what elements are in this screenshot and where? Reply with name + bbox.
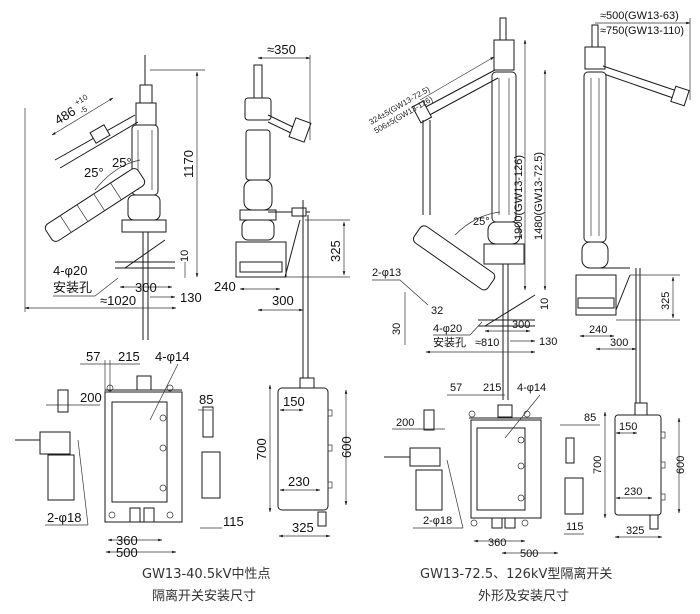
right-mech-holes-4-phi14: 4-φ14 — [517, 382, 546, 394]
left-front-view: 1170 486 +10 -5 25° 25° 10 4-φ20 安装孔 300… — [24, 55, 205, 340]
dim-300-base: 300 — [135, 280, 157, 295]
angle-25-lower: 25° — [84, 165, 104, 180]
right-mech-side-dim-600: 600 — [675, 456, 687, 474]
caption-right-line1: GW13-72.5、126kV型隔离开关 — [420, 566, 612, 582]
dim-486-tol-minus: -5 — [78, 104, 89, 116]
dim-300-right-base: 300 — [512, 319, 530, 331]
right-front-view: 324±5(GW13-72.5) 506±5(GW13-126) 25° 190… — [368, 17, 557, 400]
mech-holes-2-phi18: 2-φ18 — [47, 510, 81, 525]
dim-1480: 1480(GW13-72.5) — [533, 152, 545, 240]
holes-2-phi13: 2-φ13 — [372, 267, 401, 279]
left-mechanism: 57 215 4-φ14 360 500 200 2-φ18 85 115 — [15, 349, 244, 560]
mech-dim-360: 360 — [116, 533, 138, 548]
dim-325-right-side: 325 — [660, 292, 672, 310]
mech-side-dim-150: 150 — [283, 394, 305, 409]
mech-side-dim-700: 700 — [254, 438, 269, 460]
right-mechanism: 57 215 4-φ14 360 500 200 2-φ18 85 115 — [384, 382, 600, 560]
mech-dim-85: 85 — [199, 392, 213, 407]
dim-486-tol-plus: +10 — [73, 92, 90, 107]
angle-25-right: 25° — [473, 216, 490, 228]
right-mechanism-side: 150 700 600 230 325 — [592, 402, 687, 539]
mech-side-dim-600: 600 — [339, 436, 354, 458]
dim-10: 10 — [179, 250, 191, 262]
left-mechanism-side: 150 700 600 230 325 — [254, 377, 354, 538]
mech-side-dim-230: 230 — [288, 474, 310, 489]
mech-holes-4-phi14: 4-φ14 — [155, 349, 189, 364]
right-mech-dim-215: 215 — [483, 382, 501, 394]
mech-dim-215: 215 — [118, 349, 140, 364]
dim-130-right: 130 — [539, 336, 557, 348]
mech-dim-115: 115 — [223, 514, 244, 529]
holes-label: 安装孔 — [53, 280, 92, 295]
dim-500-gw13-63: ≈500(GW13-63) — [600, 10, 679, 22]
dim-750-gw13-110: ≈750(GW13-110) — [600, 25, 684, 37]
dim-300-side: 300 — [272, 293, 294, 308]
dim-1020: ≈1020 — [100, 293, 136, 308]
right-side-view: ≈500(GW13-63) ≈750(GW13-110) 325 240 300 — [575, 10, 691, 420]
caption-left-line1: GW13-40.5kV中性点 — [142, 567, 271, 582]
dim-1170: 1170 — [181, 150, 196, 178]
right-mech-dim-500: 500 — [520, 548, 538, 560]
dim-1900: 1900(GW13-126) — [513, 155, 525, 240]
caption-left-line2: 隔离开关安装尺寸 — [152, 588, 256, 604]
mech-side-dim-325: 325 — [292, 520, 314, 535]
dim-486: 486 — [52, 104, 78, 128]
dim-240-side: 240 — [214, 279, 236, 294]
dim-300-right-side: 300 — [610, 337, 628, 349]
angle-25-upper: 25° — [112, 155, 132, 170]
right-mech-side-dim-325: 325 — [626, 525, 644, 537]
caption-right-line2: 外形及安装尺寸 — [478, 589, 569, 604]
right-mech-side-dim-150: 150 — [619, 421, 637, 433]
right-mech-holes-2-phi18: 2-φ18 — [423, 515, 452, 527]
left-side-view: ≈350 325 240 300 — [214, 42, 350, 420]
right-mech-dim-360: 360 — [488, 537, 506, 549]
mech-dim-57: 57 — [86, 349, 100, 364]
right-mech-dim-85: 85 — [584, 412, 596, 424]
dim-350: ≈350 — [267, 42, 296, 57]
dim-810: ≈810 — [475, 337, 499, 349]
dim-325-side: 325 — [328, 240, 343, 262]
dim-240-right-side: 240 — [589, 324, 607, 336]
dim-130: 130 — [180, 290, 202, 305]
right-mech-dim-57: 57 — [450, 382, 462, 394]
mech-dim-200: 200 — [80, 390, 102, 405]
dim-10-right: 10 — [539, 298, 551, 310]
right-mech-dim-200: 200 — [396, 417, 414, 429]
holes-4-phi20-right: 4-φ20 — [433, 323, 462, 335]
right-mech-side-dim-230: 230 — [624, 486, 642, 498]
dim-30: 30 — [391, 323, 403, 335]
right-mech-dim-115: 115 — [566, 521, 584, 533]
dim-32: 32 — [431, 305, 443, 317]
holes-4-phi20: 4-φ20 — [53, 263, 87, 278]
right-mech-side-dim-700: 700 — [592, 456, 604, 474]
holes-label-right: 安装孔 — [433, 335, 466, 349]
mech-dim-500: 500 — [116, 545, 138, 560]
